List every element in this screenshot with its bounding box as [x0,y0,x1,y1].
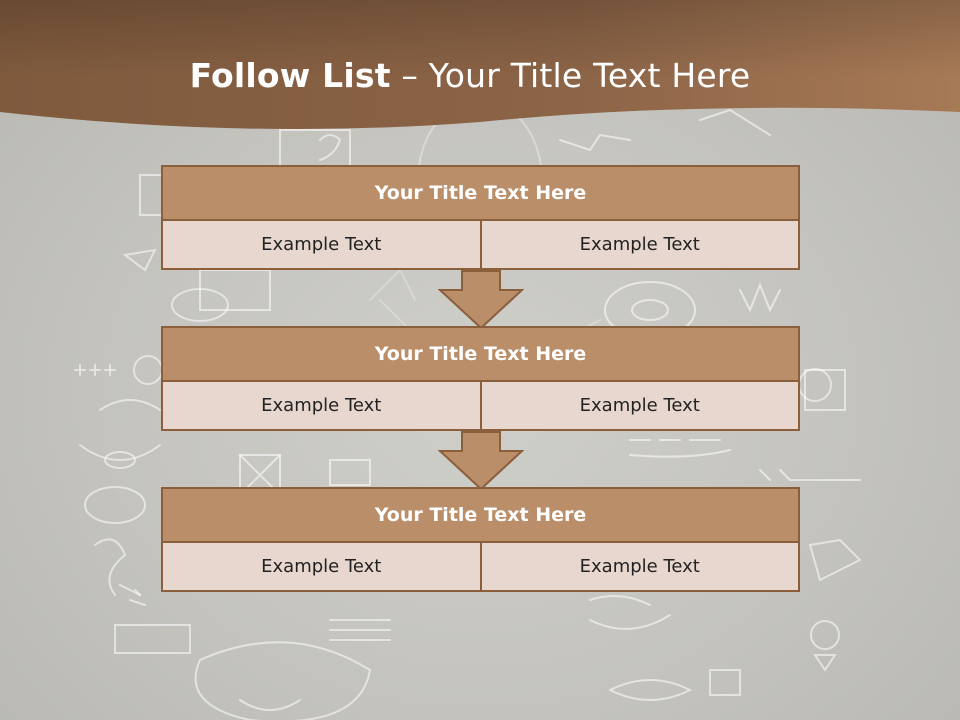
step-3-row: Example Text Example Text [161,543,800,592]
step-1-right-cell: Example Text [479,221,798,268]
step-1-left-cell: Example Text [163,221,480,268]
step-2-row: Example Text Example Text [161,382,800,431]
step-3-title: Your Title Text Here [161,487,800,543]
step-2-left-cell: Example Text [163,382,480,429]
header-band [0,0,960,130]
slide-title-rest: – Your Title Text Here [390,56,751,95]
slide-title: Follow List – Your Title Text Here [0,56,940,95]
down-arrow-icon [438,431,524,491]
step-1: Your Title Text Here Example Text Exampl… [161,165,800,270]
down-arrow-icon [438,270,524,330]
step-1-row: Example Text Example Text [161,221,800,270]
step-2: Your Title Text Here Example Text Exampl… [161,326,800,431]
step-3: Your Title Text Here Example Text Exampl… [161,487,800,592]
step-3-left-cell: Example Text [163,543,480,590]
step-1-title: Your Title Text Here [161,165,800,221]
step-2-right-cell: Example Text [479,382,798,429]
step-3-right-cell: Example Text [479,543,798,590]
slide-title-bold: Follow List [189,56,391,95]
step-2-title: Your Title Text Here [161,326,800,382]
